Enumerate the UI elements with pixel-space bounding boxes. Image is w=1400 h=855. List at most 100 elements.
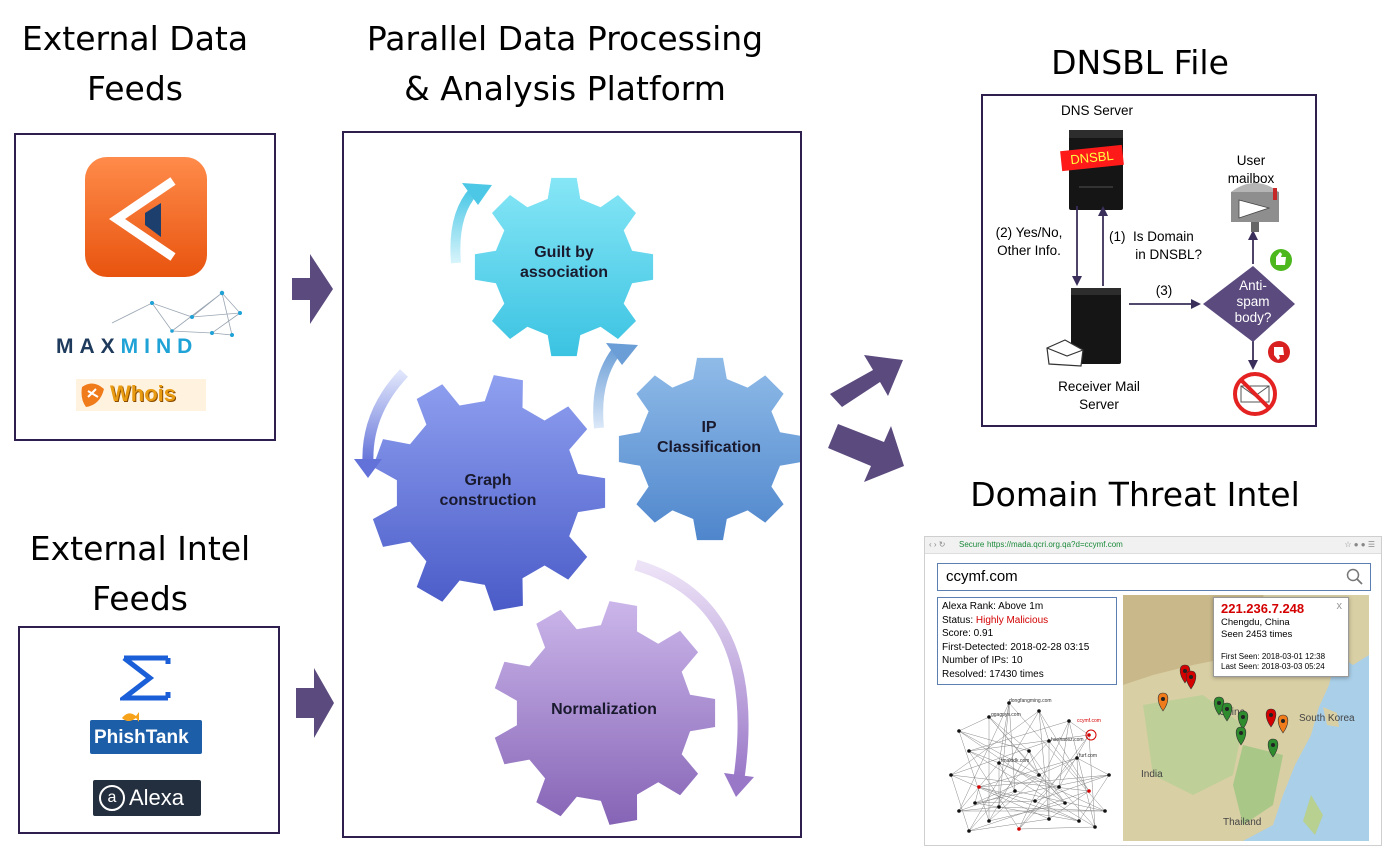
gear-ip-icon bbox=[618, 357, 800, 541]
map-pin-icon[interactable] bbox=[1221, 702, 1233, 722]
graph-node[interactable] bbox=[1087, 733, 1091, 737]
dnsbl-file-title: DNSBL File bbox=[1051, 43, 1229, 82]
map-pin-icon[interactable] bbox=[1235, 726, 1247, 746]
graph-label-3: ccymf.com bbox=[1077, 718, 1101, 724]
graph-label-1: dongfangming.com bbox=[1009, 698, 1052, 704]
graph-node[interactable] bbox=[987, 715, 991, 719]
phishtank-logo: PhishTank bbox=[90, 712, 202, 754]
domain-search-input[interactable]: ccymf.com bbox=[937, 563, 1371, 591]
domain-info-box: Alexa Rank: Above 1m Status: Highly Mali… bbox=[937, 597, 1117, 685]
graph-node[interactable] bbox=[967, 749, 971, 753]
step2-label: (2) Yes/No, Other Info. bbox=[995, 225, 1063, 258]
graph-node[interactable] bbox=[973, 801, 977, 805]
graph-node[interactable] bbox=[1057, 785, 1061, 789]
graph-node[interactable] bbox=[1017, 827, 1021, 831]
domain-threat-intel-title: Domain Threat Intel bbox=[970, 475, 1300, 514]
external-intel-feeds-box: PhishTank a Alexa bbox=[18, 626, 280, 834]
orange-feed-logo bbox=[85, 157, 207, 277]
graph-node[interactable] bbox=[987, 819, 991, 823]
map-pin-icon[interactable] bbox=[1265, 708, 1277, 728]
envelope-icon bbox=[1046, 339, 1084, 367]
popup-close-icon[interactable]: x bbox=[1336, 600, 1343, 612]
dnsbl-connectors bbox=[1072, 183, 1295, 416]
graph-node[interactable] bbox=[1077, 819, 1081, 823]
gear-normalization-icon bbox=[494, 601, 716, 825]
map-pin-dot bbox=[1271, 743, 1275, 747]
graph-node[interactable] bbox=[957, 729, 961, 733]
graph-node[interactable] bbox=[1103, 809, 1107, 813]
dnsbl-panel: DNS Server DNSBL Receiver Mail Server bbox=[981, 94, 1317, 427]
map-pin-icon[interactable] bbox=[1185, 670, 1197, 690]
gear-label-guilt: Guilt by association bbox=[519, 244, 609, 281]
resolved-count: Resolved: 17430 times bbox=[942, 668, 1044, 680]
map-label-india: India bbox=[1141, 769, 1163, 780]
nav-arrows-icon[interactable]: ‹ › ↻ bbox=[929, 540, 946, 549]
step1-label: (1) Is Domain in DNSBL? bbox=[1109, 229, 1203, 262]
graph-node[interactable] bbox=[1063, 801, 1067, 805]
graph-node[interactable] bbox=[1107, 773, 1111, 777]
graph-node[interactable] bbox=[967, 829, 971, 833]
graph-node[interactable] bbox=[1027, 749, 1031, 753]
graph-node[interactable] bbox=[1067, 719, 1071, 723]
alexa-text: Alexa bbox=[129, 785, 185, 810]
arrow-intel-to-platform bbox=[296, 668, 334, 738]
browser-url-bar[interactable]: ‹ › ↻ Secure https://mada.qcri.org.qa?d=… bbox=[925, 537, 1381, 554]
gears-diagram bbox=[354, 177, 800, 825]
maxmind-mind: MIND bbox=[120, 335, 199, 358]
map-pin-dot bbox=[1281, 719, 1285, 723]
threat-map[interactable]: China South Korea India Thailand 221.236… bbox=[1123, 595, 1369, 841]
status-line: Status: Highly Malicious bbox=[942, 614, 1049, 626]
graph-node[interactable] bbox=[1047, 739, 1051, 743]
graph-node[interactable] bbox=[1037, 773, 1041, 777]
step3-label: (3) bbox=[1155, 283, 1173, 298]
curved-arrows bbox=[354, 183, 754, 797]
graph-label-4: haohaosz.com bbox=[1051, 737, 1084, 743]
map-pin-dot bbox=[1161, 697, 1165, 701]
graph-node[interactable] bbox=[997, 761, 1001, 765]
sigma-logo-icon bbox=[120, 655, 171, 701]
graph-node[interactable] bbox=[1093, 825, 1097, 829]
receiver-mail-server-label: Receiver Mail Server bbox=[1058, 379, 1140, 412]
graph-label-2: ggagpys.com bbox=[991, 712, 1021, 718]
graph-node[interactable] bbox=[1007, 701, 1011, 705]
external-data-feeds-title: External Data Feeds bbox=[21, 19, 249, 108]
map-pin-dot bbox=[1225, 707, 1229, 711]
url-text[interactable]: https://mada.qcri.org.qa?d=ccymf.com bbox=[987, 540, 1123, 549]
graph-node[interactable] bbox=[957, 809, 961, 813]
ip-popup: 221.236.7.248 Chengdu, China Seen 2453 t… bbox=[1213, 597, 1349, 677]
browser-extensions-icons[interactable]: ☆ ● ● ☰ bbox=[1344, 540, 1375, 549]
popup-location: Chengdu, China bbox=[1221, 617, 1290, 628]
gear-guilt-icon bbox=[474, 177, 654, 357]
map-pin-icon[interactable] bbox=[1157, 692, 1169, 712]
graph-node[interactable] bbox=[1087, 789, 1091, 793]
graph-node[interactable] bbox=[1037, 709, 1041, 713]
maxmind-max: MAX bbox=[56, 335, 121, 358]
phishtank-fish-icon bbox=[122, 712, 139, 722]
alexa-logo: a Alexa bbox=[93, 780, 201, 816]
graph-node[interactable] bbox=[949, 773, 953, 777]
graph-node[interactable] bbox=[977, 785, 981, 789]
whois-logo: Whois bbox=[76, 379, 206, 411]
map-pin-dot bbox=[1189, 675, 1193, 679]
graph-node[interactable] bbox=[1013, 789, 1017, 793]
first-detected: First-Detected: 2018-02-28 03:15 bbox=[942, 641, 1090, 653]
graph-label-5: furf.com bbox=[1079, 753, 1097, 759]
score: Score: 0.91 bbox=[942, 628, 994, 639]
popup-last-seen: Last Seen: 2018-03-03 05:24 bbox=[1221, 662, 1325, 671]
graph-node[interactable] bbox=[1033, 799, 1037, 803]
map-pin-icon[interactable] bbox=[1277, 714, 1289, 734]
search-icon[interactable] bbox=[1346, 568, 1364, 586]
alexa-rank: Alexa Rank: Above 1m bbox=[942, 601, 1044, 612]
graph-node[interactable] bbox=[997, 805, 1001, 809]
receiver-server-icon bbox=[1071, 288, 1121, 364]
maxmind-logo: MAXMIND bbox=[56, 335, 198, 359]
map-pin-icon[interactable] bbox=[1267, 738, 1279, 758]
map-pin-dot bbox=[1269, 713, 1273, 717]
whois-icon bbox=[81, 383, 104, 407]
platform-box: Guilt by association IP Classification G… bbox=[342, 131, 802, 838]
map-label-south-korea: South Korea bbox=[1299, 713, 1355, 724]
graph-node[interactable] bbox=[1075, 756, 1079, 760]
map-pin-icon[interactable] bbox=[1237, 710, 1249, 730]
graph-node[interactable] bbox=[1047, 817, 1051, 821]
no-mail-icon bbox=[1233, 372, 1277, 416]
